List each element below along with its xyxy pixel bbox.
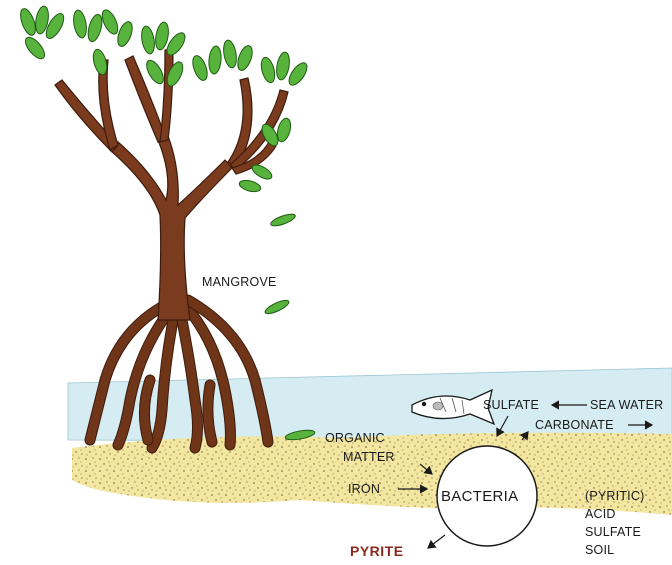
sediment-layer bbox=[72, 433, 672, 515]
sea-water-label: SEA WATER bbox=[590, 398, 663, 412]
sulfate-label: SULFATE bbox=[483, 398, 539, 412]
bacteria-label: BACTERIA bbox=[441, 488, 518, 505]
soil-label-line1: (PYRITIC) bbox=[585, 489, 644, 503]
soil-label-line2: ACID bbox=[585, 507, 616, 521]
soil-label-line4: SOIL bbox=[585, 543, 614, 557]
carbonate-label: CARBONATE bbox=[535, 418, 614, 432]
organic-label: ORGANIC bbox=[325, 431, 385, 445]
bacteria-to-pyrite-arrow bbox=[428, 535, 445, 548]
soil-label-line3: SULFATE bbox=[585, 525, 641, 539]
mangrove-label: MANGROVE bbox=[202, 275, 277, 289]
pyrite-label: PYRITE bbox=[350, 543, 404, 559]
matter-label: MATTER bbox=[343, 450, 395, 464]
iron-label: IRON bbox=[348, 482, 380, 496]
